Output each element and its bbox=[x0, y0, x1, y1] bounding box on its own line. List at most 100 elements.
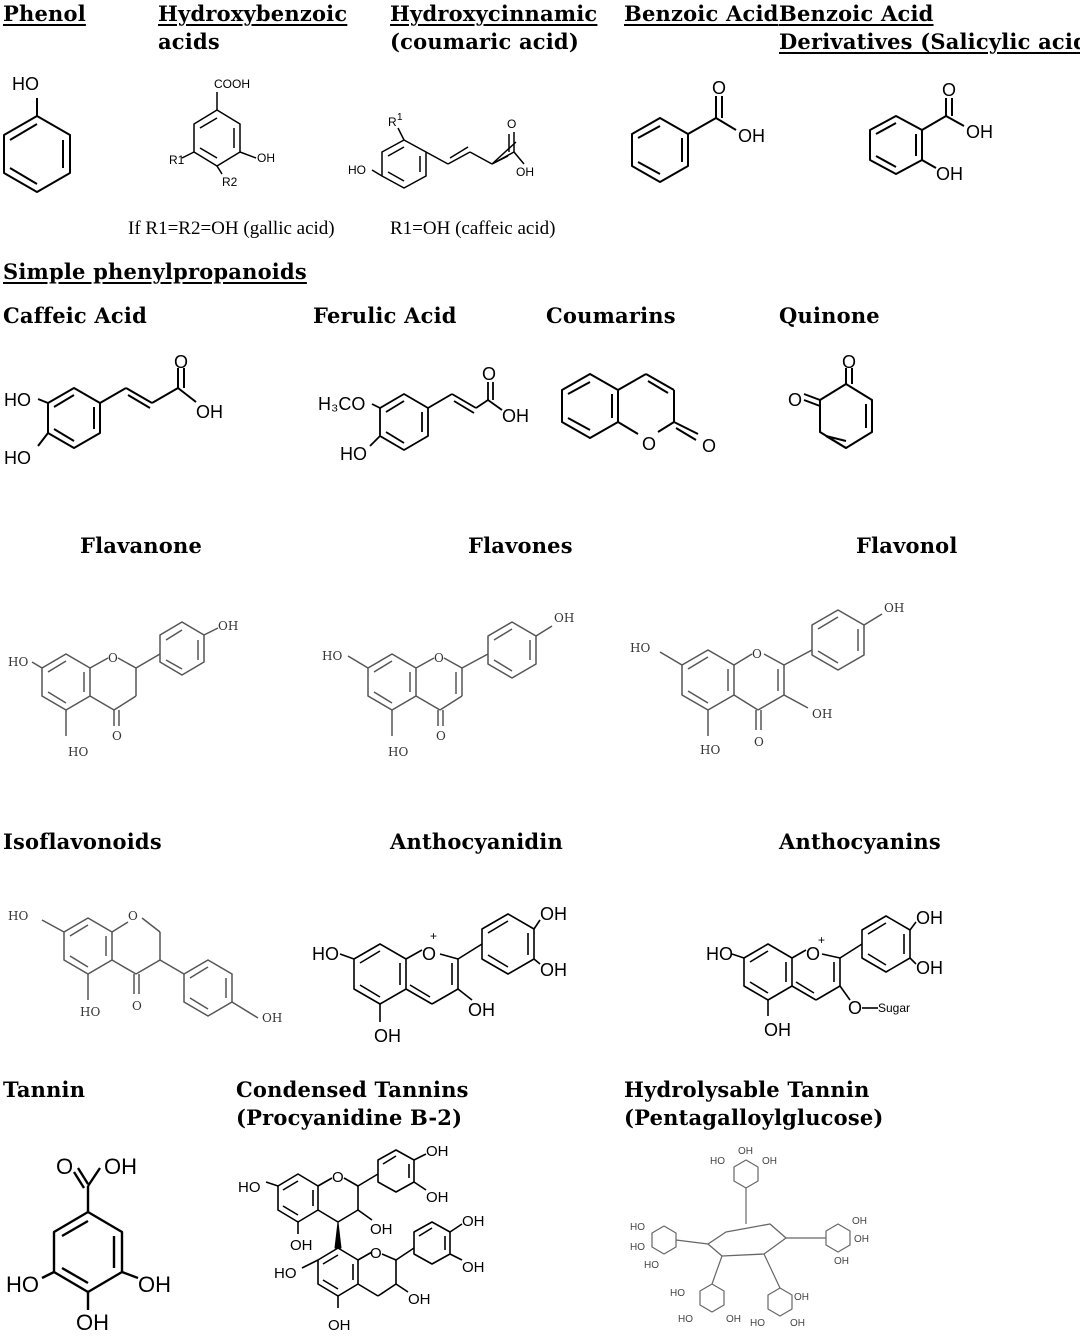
note-caffeic-acid: R1=OH (caffeic acid) bbox=[390, 218, 556, 239]
hydroxybenzoic-structure: COOH OH R1 R2 bbox=[169, 77, 275, 189]
atom-label: HO bbox=[12, 74, 39, 94]
atom-label: HO bbox=[630, 1242, 645, 1253]
ferulic-acid-structure: H₃CO HO O OH bbox=[318, 364, 529, 464]
title-condensed-line1: Condensed Tannins bbox=[236, 1077, 469, 1102]
atom-label: O bbox=[434, 651, 444, 665]
atom-label: OH bbox=[738, 1146, 753, 1157]
atom-label: OH bbox=[936, 164, 963, 184]
atom-label: O bbox=[56, 1154, 73, 1179]
atom-label: R1 bbox=[169, 153, 185, 167]
atom-label: OH bbox=[790, 1318, 805, 1329]
atom-label: HO bbox=[238, 1179, 261, 1196]
title-condensed-line2: (Procyanidine B-2) bbox=[236, 1105, 463, 1130]
title-benzoic-derivatives: Benzoic Acid Derivatives (Salicylic acid… bbox=[779, 0, 1080, 56]
title-condensed-tannins: Condensed Tannins (Procyanidine B-2) bbox=[236, 1076, 469, 1132]
benzoic-acid-structure: O OH bbox=[631, 78, 765, 183]
atom-label: OH bbox=[290, 1237, 313, 1254]
title-phenol: Phenol bbox=[3, 1, 86, 26]
atom-label: HO bbox=[68, 745, 88, 759]
atom-label: OH bbox=[516, 165, 534, 179]
atom-label: OH bbox=[462, 1213, 485, 1230]
atom-label: OH bbox=[502, 406, 529, 426]
atom-label: OH bbox=[726, 1314, 741, 1325]
atom-label: O bbox=[174, 352, 188, 372]
atom-label: HO bbox=[274, 1265, 297, 1282]
atom-label: OH bbox=[374, 1026, 401, 1046]
atom-label: HO bbox=[670, 1288, 685, 1299]
coumarin-structure: O O bbox=[561, 373, 716, 456]
atom-label: HO bbox=[388, 745, 408, 759]
atom-label: OH bbox=[138, 1272, 171, 1297]
title-ferulic-acid: Ferulic Acid bbox=[313, 303, 457, 328]
atom-label: HO bbox=[8, 655, 28, 669]
atom-label: HO bbox=[348, 163, 366, 177]
atom-label: OH bbox=[812, 707, 832, 721]
atom-label: OH bbox=[966, 122, 993, 142]
atom-label: OH bbox=[540, 960, 567, 980]
atom-label: O bbox=[754, 735, 764, 749]
atom-label: O bbox=[942, 80, 956, 100]
title-hydrolysable-tannin: Hydrolysable Tannin (Pentagalloylglucose… bbox=[624, 1076, 884, 1132]
atom-label: HO bbox=[706, 944, 733, 964]
atom-label: OH bbox=[884, 601, 904, 615]
atom-label: OH bbox=[426, 1189, 449, 1206]
title-hydroxycinnamic: Hydroxycinnamic (coumaric acid) bbox=[390, 0, 597, 56]
title-hydrolysable-line2: (Pentagalloylglucose) bbox=[624, 1105, 884, 1130]
atom-label: OH bbox=[370, 1221, 393, 1238]
atom-label: OH bbox=[468, 1000, 495, 1020]
atom-label: OH bbox=[426, 1143, 449, 1160]
title-coumarins: Coumarins bbox=[546, 303, 676, 328]
atom-label: OH bbox=[462, 1259, 485, 1276]
flavanone-structure: O O HO HO OH bbox=[8, 619, 238, 759]
title-benzoic-acid: Benzoic Acid bbox=[624, 1, 779, 26]
caffeic-acid-structure: HO HO O OH bbox=[4, 352, 223, 468]
atom-label: HO bbox=[312, 944, 339, 964]
atom-label: O bbox=[112, 729, 122, 743]
atom-label: OH bbox=[794, 1292, 809, 1303]
phenol-structure: HO bbox=[3, 74, 71, 193]
title-caffeic-acid: Caffeic Acid bbox=[3, 303, 147, 328]
atom-label: R2 bbox=[222, 175, 238, 189]
title-hydroxybenzoic-acids: Hydroxybenzoic acids bbox=[158, 0, 347, 56]
atom-label: O bbox=[482, 364, 496, 384]
atom-label: OH bbox=[257, 151, 275, 165]
atom-label: O bbox=[788, 390, 802, 410]
atom-label: O bbox=[436, 729, 446, 743]
atom-label: OH bbox=[76, 1310, 109, 1335]
atom-label: O bbox=[132, 999, 142, 1013]
title-flavones: Flavones bbox=[468, 533, 573, 558]
atom-label: COOH bbox=[214, 77, 250, 91]
atom-label: OH bbox=[540, 904, 567, 924]
atom-label: O bbox=[806, 944, 820, 964]
title-benzoic-deriv-line2: Derivatives (Salicylic acid) bbox=[779, 29, 1080, 54]
title-hydrolysable-line1: Hydrolysable Tannin bbox=[624, 1077, 870, 1102]
isoflavonoid-structure: O O HO HO OH bbox=[8, 909, 282, 1025]
atom-label: HO bbox=[80, 1005, 100, 1019]
atom-label: OH bbox=[764, 1020, 791, 1040]
atom-label: + bbox=[430, 929, 437, 943]
atom-label: + bbox=[818, 933, 825, 947]
anthocyanidin-structure: O + HO OH OH OH OH bbox=[312, 904, 567, 1046]
atom-label: O bbox=[370, 1245, 382, 1262]
atom-label: O bbox=[752, 647, 762, 661]
atom-label: OH bbox=[916, 908, 943, 928]
title-hydroxycinnamic-line1: Hydroxycinnamic bbox=[390, 1, 598, 26]
atom-label: O bbox=[712, 78, 726, 98]
title-flavanone: Flavanone bbox=[80, 533, 203, 558]
title-hydroxycinnamic-line2: (coumaric acid) bbox=[390, 29, 579, 54]
atom-label: O bbox=[108, 651, 118, 665]
title-simple-phenylpropanoids: Simple phenylpropanoids bbox=[3, 259, 307, 284]
note-gallic-acid: If R1=R2=OH (gallic acid) bbox=[128, 218, 335, 239]
atom-label: HO bbox=[6, 1272, 39, 1297]
anthocyanin-structure: O + HO OH O Sugar OH OH bbox=[706, 908, 943, 1040]
atom-label: OH bbox=[852, 1216, 867, 1227]
flavone-structure: O O HO HO OH bbox=[322, 611, 574, 759]
atom-label: OH bbox=[328, 1317, 351, 1334]
salicylic-acid-structure: O OH OH bbox=[869, 80, 993, 184]
atom-label: O bbox=[642, 434, 656, 454]
procyanidin-b2-structure: O HO OH OH OH OH O HO OH bbox=[238, 1143, 485, 1334]
atom-label: O bbox=[332, 1169, 344, 1186]
quinone-structure: O O bbox=[788, 352, 873, 449]
title-isoflavonoids: Isoflavonoids bbox=[3, 829, 162, 854]
tannin-gallic-acid-structure: O OH HO OH OH bbox=[6, 1154, 171, 1335]
